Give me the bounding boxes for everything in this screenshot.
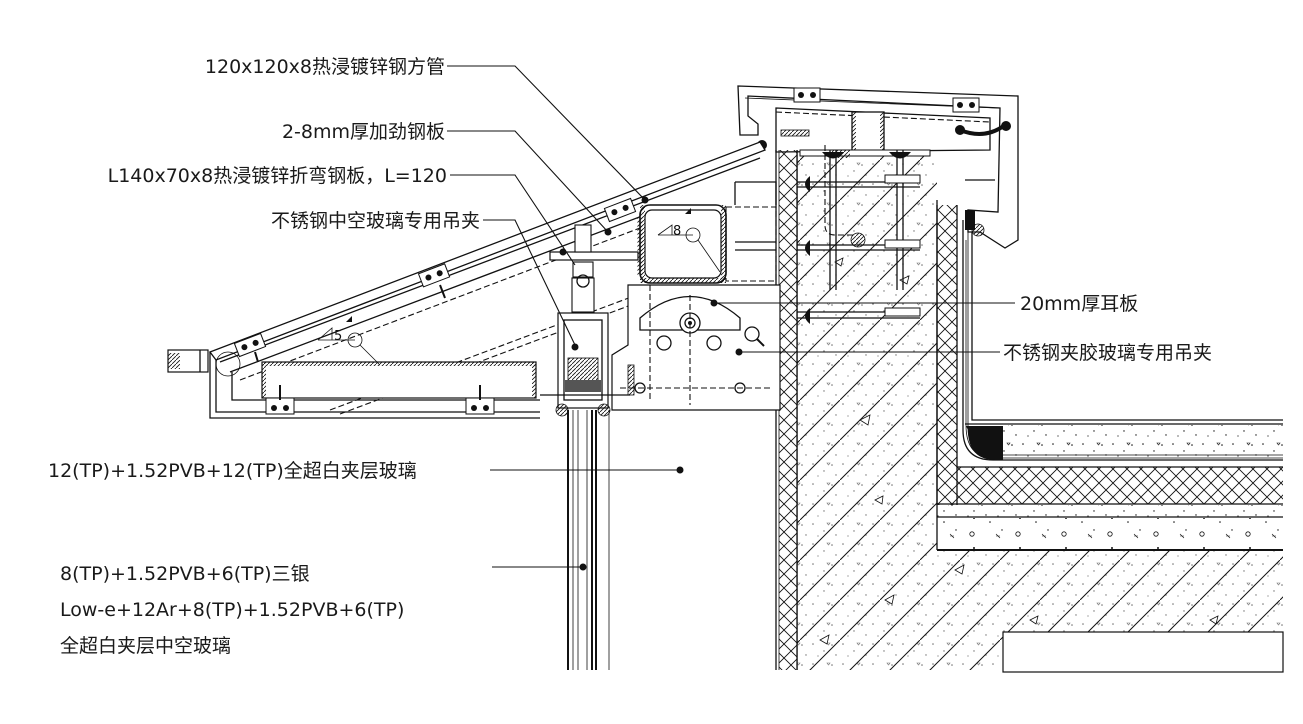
label-igu-clamp: 不锈钢中空玻璃专用吊夹 <box>271 210 480 232</box>
label-igu-glass-line2: Low-e+12Ar+8(TP)+1.52PVB+6(TP) <box>60 599 404 621</box>
label-laminated-clamp: 不锈钢夹胶玻璃专用吊夹 <box>1003 342 1212 364</box>
anchor-bolts <box>797 145 921 324</box>
label-laminated-glass: 12(TP)+1.52PVB+12(TP)全超白夹层玻璃 <box>48 460 417 482</box>
label-igu-glass-line3: 全超白夹层中空玻璃 <box>60 635 231 657</box>
label-stiffener-plate: 2-8mm厚加劲钢板 <box>282 121 445 143</box>
label-ear-plate: 20mm厚耳板 <box>1020 293 1138 315</box>
weld-size-label: 5 <box>334 329 342 344</box>
steel-tube-assembly: 8 <box>611 181 781 411</box>
concrete-wall <box>796 150 1284 673</box>
sloped-canopy: 5 <box>167 141 766 419</box>
parapet-coping <box>737 85 1019 249</box>
weld-size-label-tube: 8 <box>673 224 681 239</box>
label-bent-angle-plate: L140x70x8热浸镀锌折弯钢板，L=120 <box>108 165 447 187</box>
roof-layers <box>937 423 1283 551</box>
label-steel-tube: 120x120x8热浸镀锌钢方管 <box>205 56 445 78</box>
glass-clamp-assembly <box>540 224 639 417</box>
leader-lines <box>447 65 1015 571</box>
label-igu-glass-line1: 8(TP)+1.52PVB+6(TP)三银 <box>60 563 310 585</box>
glass-panel <box>567 410 610 670</box>
wall-insulation <box>775 150 798 670</box>
annotation-labels: 120x120x8热浸镀锌钢方管 2-8mm厚加劲钢板 L140x70x8热浸镀… <box>48 56 1212 657</box>
